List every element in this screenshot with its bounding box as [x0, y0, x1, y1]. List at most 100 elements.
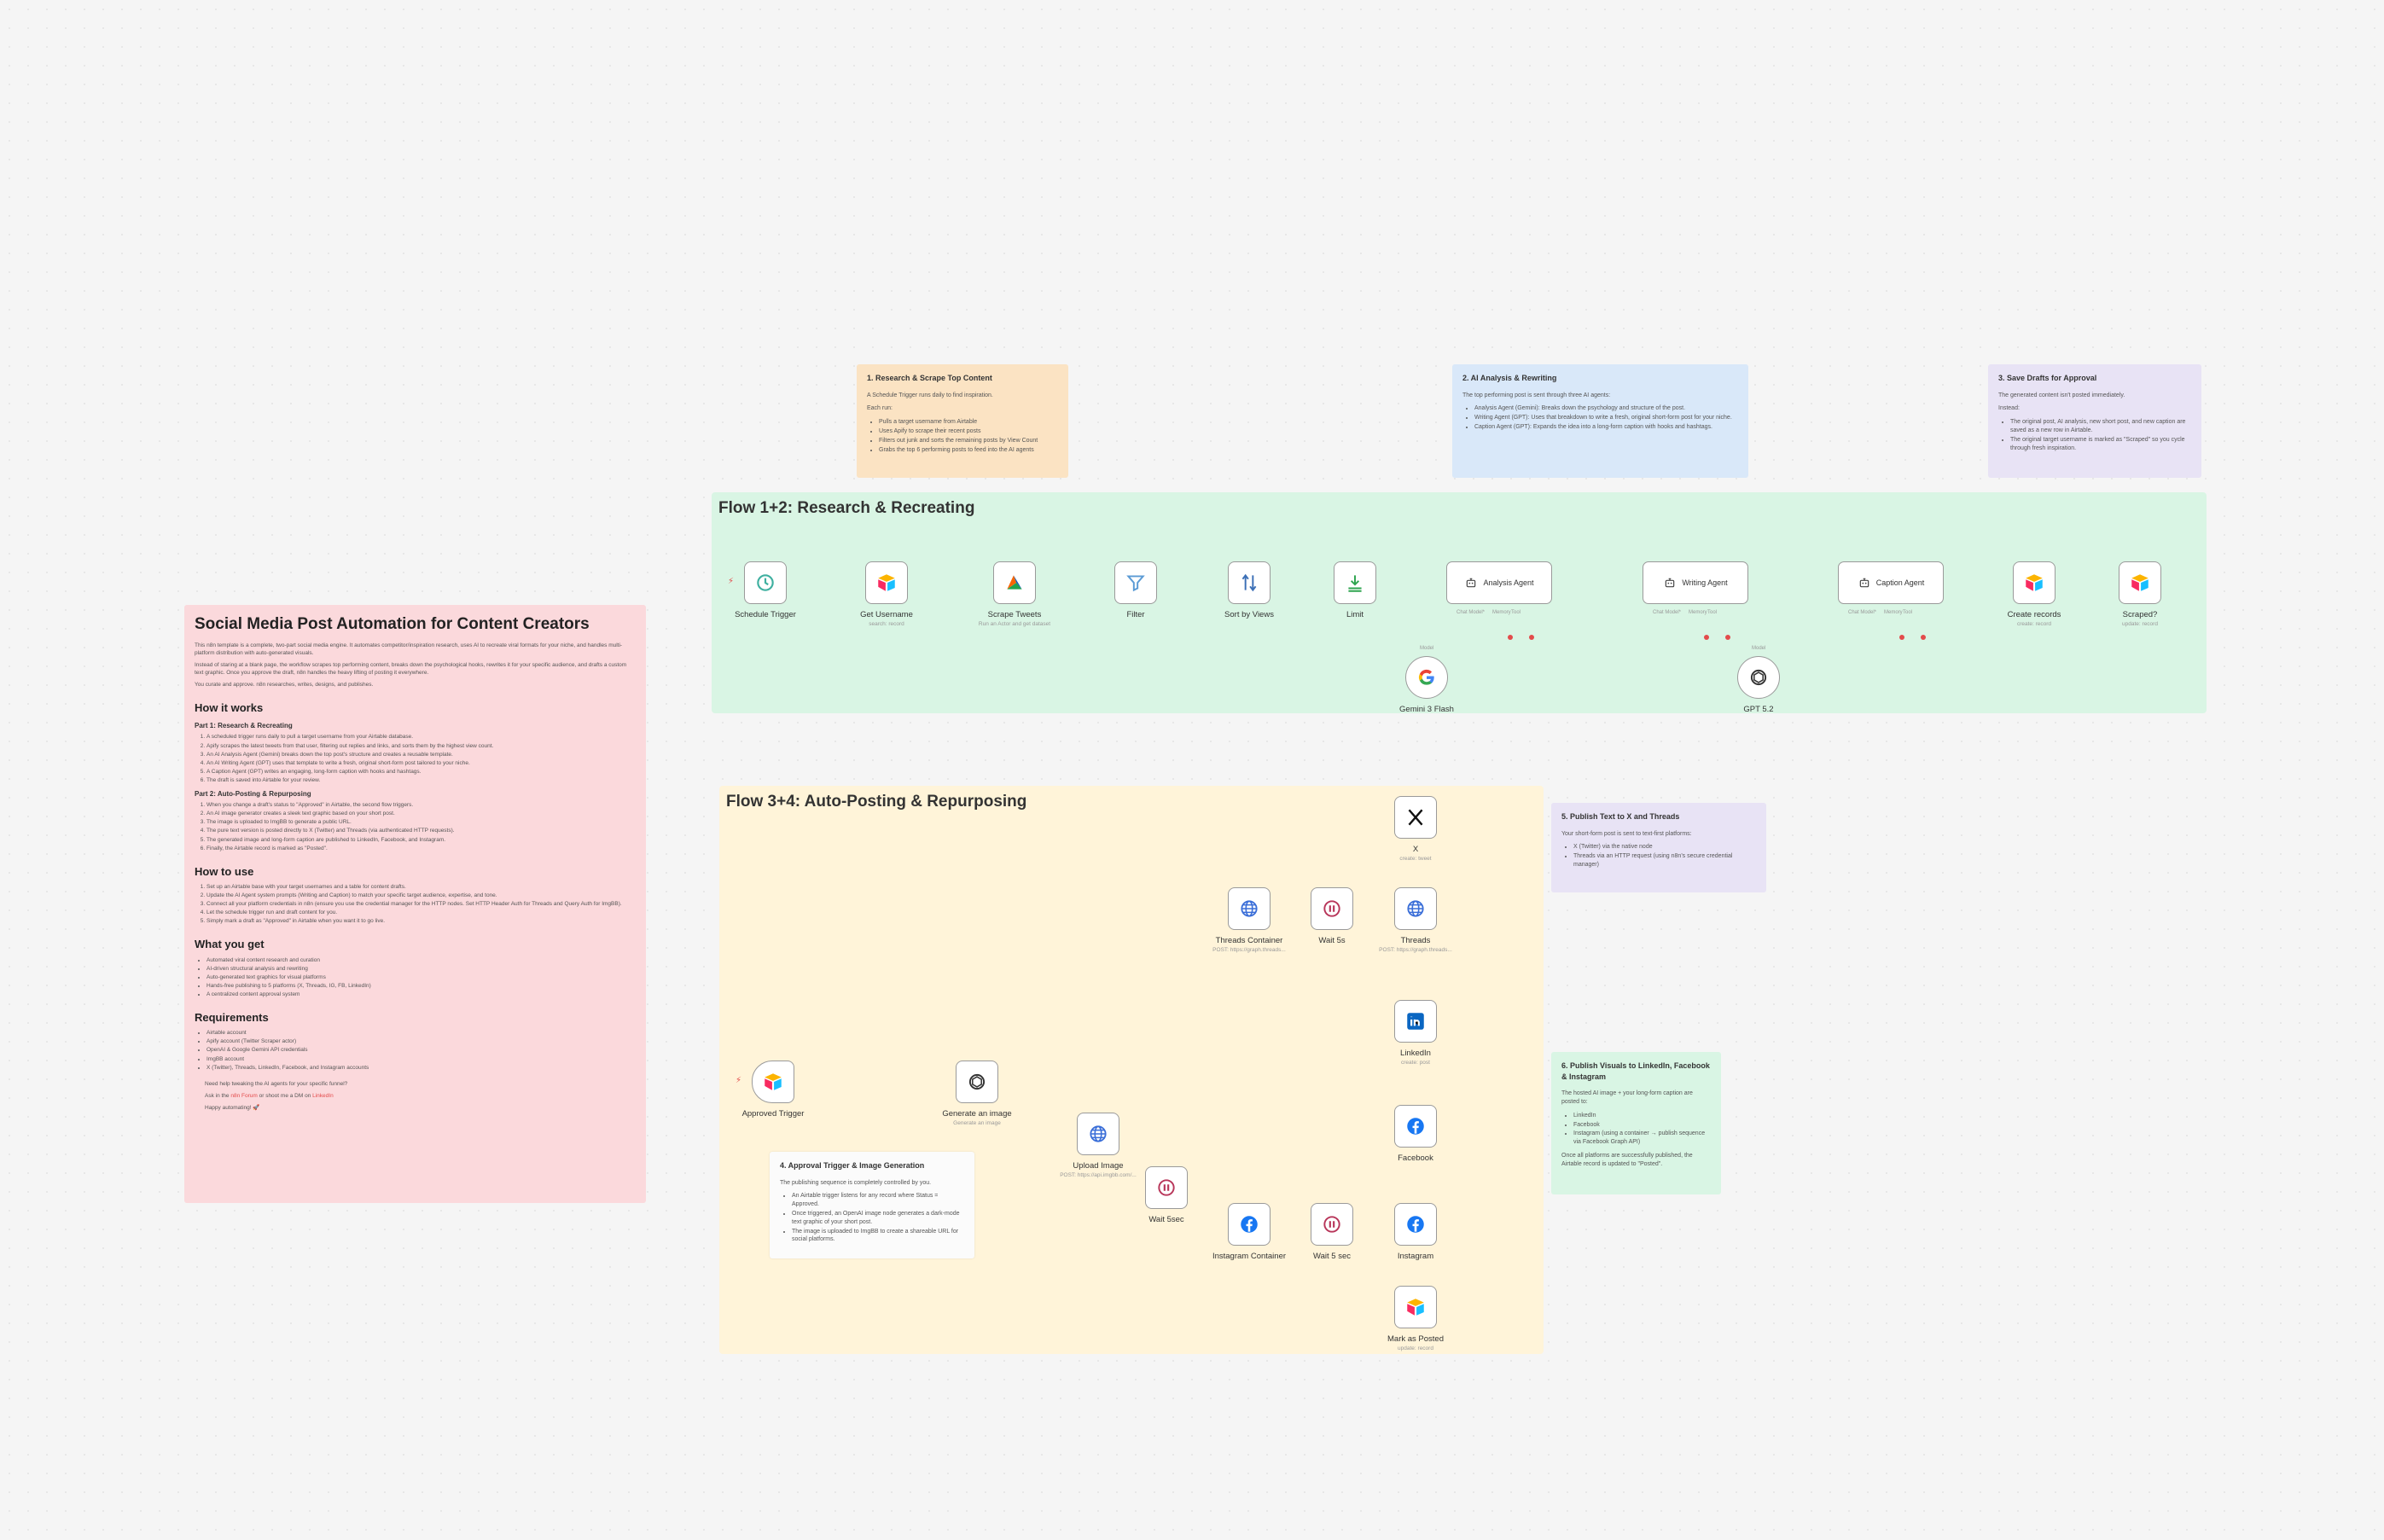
sticky-note-research[interactable]: 1. Research & Scrape Top Content A Sched…: [857, 364, 1068, 478]
note-text: The top performing post is sent through …: [1462, 392, 1611, 398]
node-label: Generate an image: [942, 1109, 1012, 1119]
trigger-bolt-icon: ⚡: [736, 1076, 742, 1085]
sub-port-label: Memory: [1884, 610, 1903, 615]
node-instagram[interactable]: [1394, 1203, 1437, 1246]
node-mark[interactable]: [1394, 1286, 1437, 1328]
list-item: Uses Apify to scrape their recent posts: [879, 427, 1058, 436]
node-genimg[interactable]: [956, 1061, 998, 1103]
sticky-note-ai-analysis[interactable]: 2. AI Analysis & Rewriting The top perfo…: [1452, 364, 1748, 478]
node-linkedin[interactable]: [1394, 1000, 1437, 1043]
node-label: LinkedIn: [1400, 1049, 1431, 1058]
node-threads[interactable]: [1394, 887, 1437, 930]
list-item: Once triggered, an OpenAI image node gen…: [792, 1210, 964, 1227]
globe-icon: [1407, 900, 1424, 917]
node-label: Threads: [1400, 936, 1431, 945]
google-icon: [1418, 669, 1434, 685]
node-create[interactable]: [2013, 561, 2055, 604]
node-label: Instagram Container: [1212, 1252, 1287, 1261]
list-item: Facebook: [1573, 1121, 1711, 1130]
node-scrape[interactable]: [993, 561, 1036, 604]
globe-icon: [1241, 900, 1258, 917]
node-sort[interactable]: [1228, 561, 1270, 604]
node-subtitle: POST: https://api.imgbb.com/...: [1060, 1172, 1137, 1178]
list-item: The original post, AI analysis, new shor…: [2010, 418, 2191, 435]
node-filter[interactable]: [1114, 561, 1157, 604]
note-text: The hosted AI image + your long-form cap…: [1561, 1090, 1693, 1105]
note-text: Instead:: [1998, 405, 2020, 412]
node-writing[interactable]: Writing Agent: [1643, 561, 1748, 604]
list-item: Analysis Agent (Gemini): Breaks down the…: [1474, 404, 1738, 413]
airtable-icon: [765, 1073, 782, 1090]
openai-icon: [1750, 669, 1767, 686]
node-subtitle: create: record: [2016, 621, 2052, 627]
list-item: Threads via an HTTP request (using n8n's…: [1573, 852, 1756, 869]
linkedin-link[interactable]: LinkedIn: [312, 1092, 334, 1099]
ask-line: Ask in the n8n Forum or shoot me a DM on…: [205, 1092, 636, 1100]
node-get-username[interactable]: [865, 561, 908, 604]
intro-sticky-note[interactable]: Social Media Post Automation for Content…: [184, 605, 646, 1203]
sub-port-label: Tool: [1707, 610, 1718, 615]
sticky-note-save-drafts[interactable]: 3. Save Drafts for Approval The generate…: [1988, 364, 2201, 478]
node-threads-container[interactable]: [1228, 887, 1270, 930]
flow34-group[interactable]: Flow 3+4: Auto-Posting & Repurposing: [719, 786, 1544, 1354]
sub-port-dot[interactable]: [1921, 635, 1926, 640]
node-analysis[interactable]: Analysis Agent: [1446, 561, 1552, 604]
node-label: Instagram: [1397, 1252, 1434, 1261]
node-facebook[interactable]: [1394, 1105, 1437, 1148]
node-upload[interactable]: [1077, 1113, 1119, 1155]
part1-list: A scheduled trigger runs daily to pull a…: [195, 733, 636, 784]
list-item: Connect all your platform credentials in…: [206, 900, 636, 908]
linkedin-icon: [1407, 1013, 1424, 1030]
node-scraped[interactable]: [2119, 561, 2161, 604]
node-caption[interactable]: Caption Agent: [1838, 561, 1944, 604]
node-schedule[interactable]: [744, 561, 787, 604]
list-item: Finally, the Airtable record is marked a…: [206, 845, 636, 852]
forum-link[interactable]: n8n Forum: [230, 1092, 258, 1099]
openai-icon: [968, 1073, 986, 1090]
note-title: 5. Publish Text to X and Threads: [1561, 812, 1680, 821]
note-list: The original post, AI analysis, new shor…: [1998, 418, 2191, 452]
node-x[interactable]: [1394, 796, 1437, 839]
node-wait5s[interactable]: [1311, 887, 1353, 930]
help-line: Need help tweaking the AI agents for you…: [205, 1080, 348, 1087]
sub-port-dot[interactable]: [1508, 635, 1513, 640]
node-ig-container[interactable]: [1228, 1203, 1270, 1246]
node-subtitle: Run an Actor and get dataset: [978, 621, 1051, 627]
note-title: 3. Save Drafts for Approval: [1998, 374, 2097, 382]
node-label: Wait 5sec: [1148, 1215, 1184, 1224]
sticky-note-publish-text[interactable]: 5. Publish Text to X and Threads Your sh…: [1551, 803, 1766, 892]
note-text: Your short-form post is sent to text-fir…: [1561, 830, 1692, 837]
pause-icon: [1158, 1179, 1175, 1196]
facebook-icon: [1241, 1216, 1258, 1233]
list-item: ImgBB account: [206, 1055, 636, 1063]
node-wait5sec[interactable]: [1145, 1166, 1188, 1209]
node-label: Scrape Tweets: [987, 610, 1042, 619]
sub-port-dot[interactable]: [1704, 635, 1709, 640]
sticky-note-publish-visuals[interactable]: 6. Publish Visuals to LinkedIn, Facebook…: [1551, 1052, 1721, 1194]
node-gemini[interactable]: [1405, 656, 1448, 699]
sub-port-dot[interactable]: [1725, 635, 1730, 640]
node-subtitle: POST: https://graph.threads...: [1379, 947, 1452, 953]
list-item: Grabs the top 6 performing posts to feed…: [879, 446, 1058, 455]
node-label: Sort by Views: [1224, 610, 1274, 619]
requirements-heading: Requirements: [195, 1011, 269, 1025]
model-port-label: Model: [1752, 646, 1766, 651]
robot-icon: [1464, 576, 1478, 590]
node-gpt[interactable]: [1737, 656, 1780, 699]
sub-port-dot[interactable]: [1899, 635, 1904, 640]
note-list: Pulls a target username from Airtable Us…: [867, 418, 1058, 454]
limit-icon: [1348, 575, 1362, 592]
node-limit[interactable]: [1334, 561, 1376, 604]
how-to-use-heading: How to use: [195, 864, 254, 878]
ask-mid: or shoot me a DM on: [259, 1092, 311, 1099]
node-subtitle: update: record: [1398, 1345, 1433, 1351]
apify-icon: [1007, 575, 1022, 590]
list-item: A scheduled trigger runs daily to pull a…: [206, 733, 636, 741]
list-item: The draft is saved into Airtable for you…: [206, 776, 636, 784]
sort-icon: [1241, 573, 1257, 592]
sticky-note-approval-trigger[interactable]: 4. Approval Trigger & Image Generation T…: [770, 1152, 974, 1258]
node-wait5sec2[interactable]: [1311, 1203, 1353, 1246]
node-approved[interactable]: [752, 1061, 794, 1103]
sub-port-dot[interactable]: [1529, 635, 1534, 640]
list-item: An Airtable trigger listens for any reco…: [792, 1192, 964, 1209]
